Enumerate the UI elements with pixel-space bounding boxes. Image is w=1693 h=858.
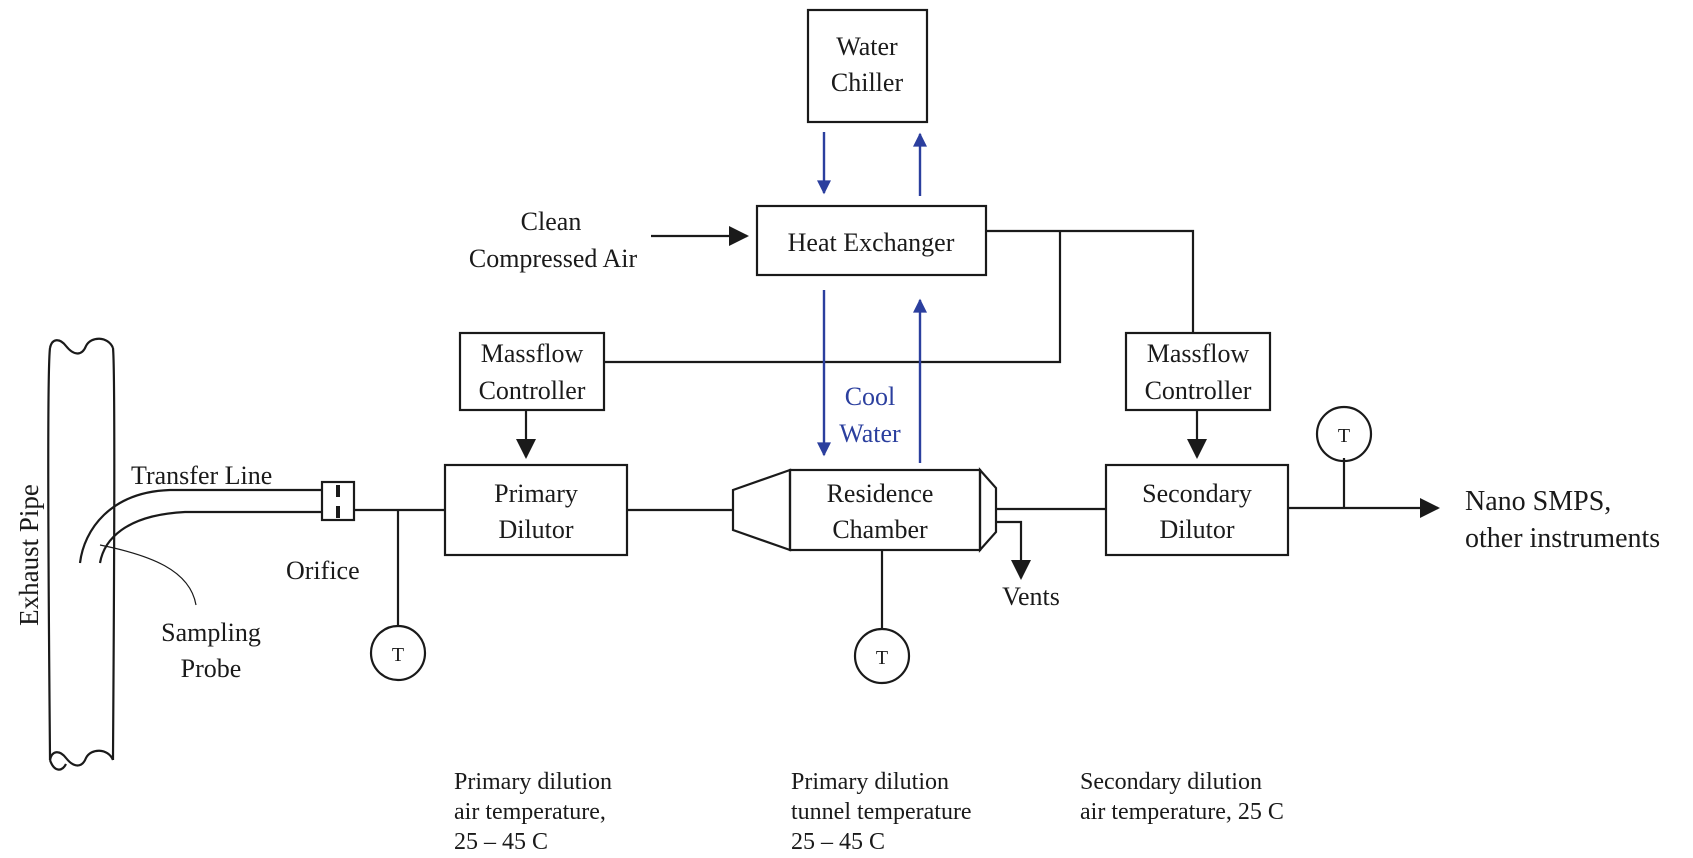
exhaust-pipe xyxy=(47,337,116,771)
note-line: 25 – 45 C xyxy=(791,829,886,855)
output-label-line1: Nano SMPS, xyxy=(1465,486,1611,517)
secondary-dilutor-box xyxy=(1104,463,1290,557)
massflow-left-label-line1: Massflow xyxy=(481,339,584,368)
vents-label: Vents xyxy=(1002,582,1060,611)
air-line-to-massflow-left xyxy=(604,231,1062,364)
thermocouple-3-icon xyxy=(1315,405,1373,463)
sampling-probe-leader xyxy=(99,544,197,606)
note-tunnel-temperature: Primary dilution tunnel temperature 25 –… xyxy=(791,767,972,857)
note-line: air temperature, 25 C xyxy=(1080,799,1284,825)
sampling-probe-label-line2: Probe xyxy=(181,654,242,683)
massflow-right-label-line2: Controller xyxy=(1145,376,1252,405)
note-line: tunnel temperature xyxy=(791,799,972,825)
heat-exchanger-label: Heat Exchanger xyxy=(788,228,955,257)
note-primary-air-temperature: Primary dilution air temperature, 25 – 4… xyxy=(454,767,612,857)
residence-chamber xyxy=(731,467,998,553)
thermocouple-3-label: T xyxy=(1338,425,1350,447)
secondary-dilutor-label-line1: Secondary xyxy=(1142,479,1252,508)
primary-dilutor-label-line1: Primary xyxy=(494,479,578,508)
note-line: Secondary dilution xyxy=(1080,769,1262,795)
heat-exchanger-box xyxy=(755,204,988,277)
clean-air-label-line2: Compressed Air xyxy=(469,244,638,273)
air-line-to-massflow-right xyxy=(986,229,1195,333)
note-secondary-air-temperature: Secondary dilution air temperature, 25 C xyxy=(1080,767,1284,827)
vent-line xyxy=(996,520,1031,580)
residence-chamber-label-line1: Residence xyxy=(827,479,934,508)
note-line: Primary dilution xyxy=(791,769,949,795)
massflow-right-label-line1: Massflow xyxy=(1147,339,1250,368)
output-label-line2: other instruments xyxy=(1465,523,1660,554)
sampling-probe-label-line1: Sampling xyxy=(161,618,261,647)
massflow-controller-left-box xyxy=(458,331,606,412)
transfer-line xyxy=(78,488,322,564)
note-line: air temperature, xyxy=(454,799,606,825)
note-line: 25 – 45 C xyxy=(454,829,549,855)
water-chiller-label-line2: Chiller xyxy=(831,68,904,97)
orifice xyxy=(320,480,356,522)
thermocouple-2-label: T xyxy=(876,647,888,669)
thermocouple-1-icon xyxy=(369,624,427,682)
orifice-label: Orifice xyxy=(286,556,360,585)
clean-air-label-line1: Clean xyxy=(521,207,582,236)
exhaust-pipe-label: Exhaust Pipe xyxy=(14,484,44,626)
thermocouple-1-label: T xyxy=(392,644,404,666)
water-chiller-label-line1: Water xyxy=(836,32,898,61)
transfer-line-label: Transfer Line xyxy=(131,461,272,490)
residence-chamber-label-line2: Chamber xyxy=(832,515,928,544)
massflow-left-label-line2: Controller xyxy=(479,376,586,405)
water-chiller-box xyxy=(806,8,929,124)
note-line: Primary dilution xyxy=(454,769,612,795)
thermocouple-2-icon xyxy=(853,627,911,685)
primary-dilutor-label-line2: Dilutor xyxy=(498,515,573,544)
cool-water-label-line2: Water xyxy=(839,419,901,448)
cool-water-label-line1: Cool xyxy=(845,382,896,411)
secondary-dilutor-label-line2: Dilutor xyxy=(1159,515,1234,544)
